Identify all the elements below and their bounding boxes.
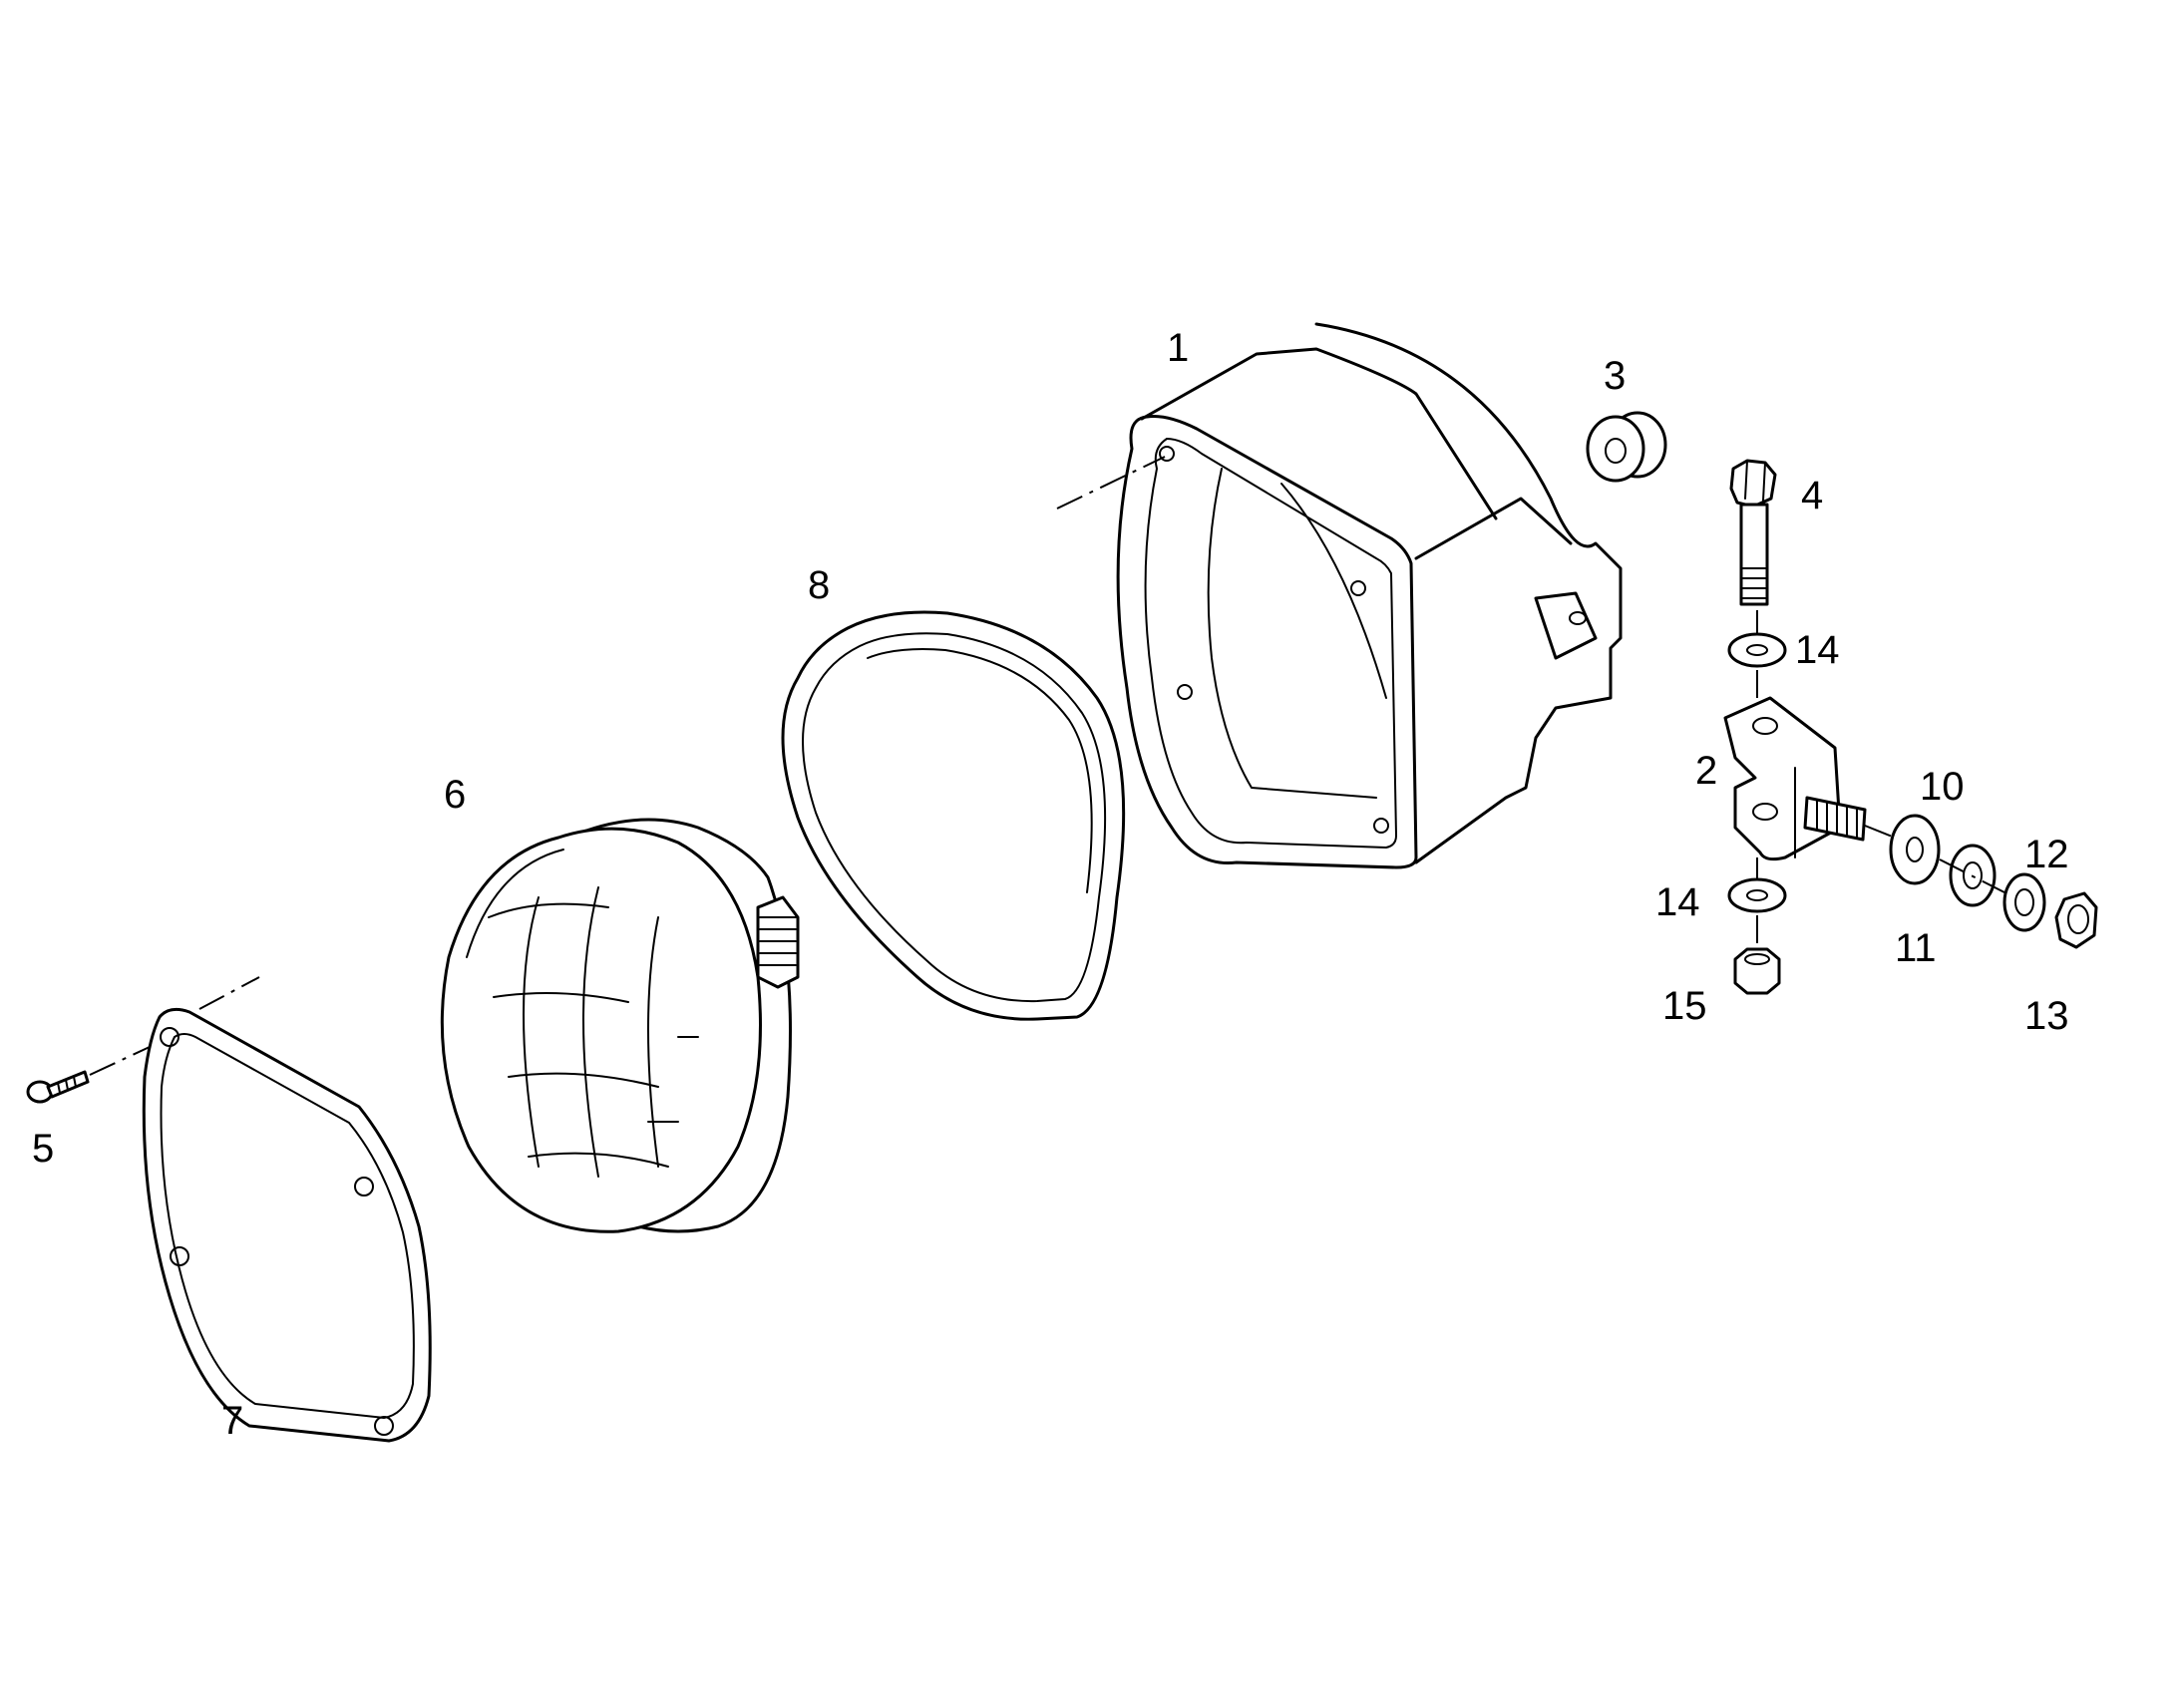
part-8-gasket-ring: [781, 610, 1126, 1021]
callout-7: 7: [221, 1399, 243, 1443]
part-6-sealed-beam-lamp: [440, 818, 800, 1233]
callout-12: 12: [2024, 833, 2069, 876]
part-2-bracket: [1723, 696, 1896, 861]
callout-14-top: 14: [1795, 628, 1840, 672]
callout-8: 8: [808, 563, 830, 607]
part-12-lock-washer: [2002, 872, 2046, 932]
part-14-washer-bottom: [1727, 877, 1787, 913]
part-13-nut: [2054, 891, 2098, 949]
callout-6: 6: [444, 773, 466, 817]
part-14-washer-top: [1727, 632, 1787, 668]
callout-15: 15: [1662, 984, 1707, 1028]
callout-2: 2: [1695, 749, 1717, 793]
callout-1: 1: [1167, 326, 1189, 370]
callout-5: 5: [32, 1127, 54, 1171]
part-10-washer: [1889, 814, 1941, 885]
part-3-grommet: [1586, 411, 1667, 483]
callout-14-bottom: 14: [1655, 880, 1700, 924]
part-7-bezel-ring: [142, 976, 432, 1443]
callout-10: 10: [1920, 765, 1965, 809]
part-4-bolt: [1729, 459, 1777, 606]
callout-13: 13: [2024, 994, 2069, 1038]
part-15-nut: [1733, 947, 1781, 995]
callout-3: 3: [1604, 354, 1626, 398]
part-1-lamp-housing: [1056, 322, 1623, 869]
callout-4: 4: [1801, 474, 1823, 517]
part-5-screw: [26, 1046, 151, 1104]
callout-11: 11: [1895, 926, 1937, 970]
